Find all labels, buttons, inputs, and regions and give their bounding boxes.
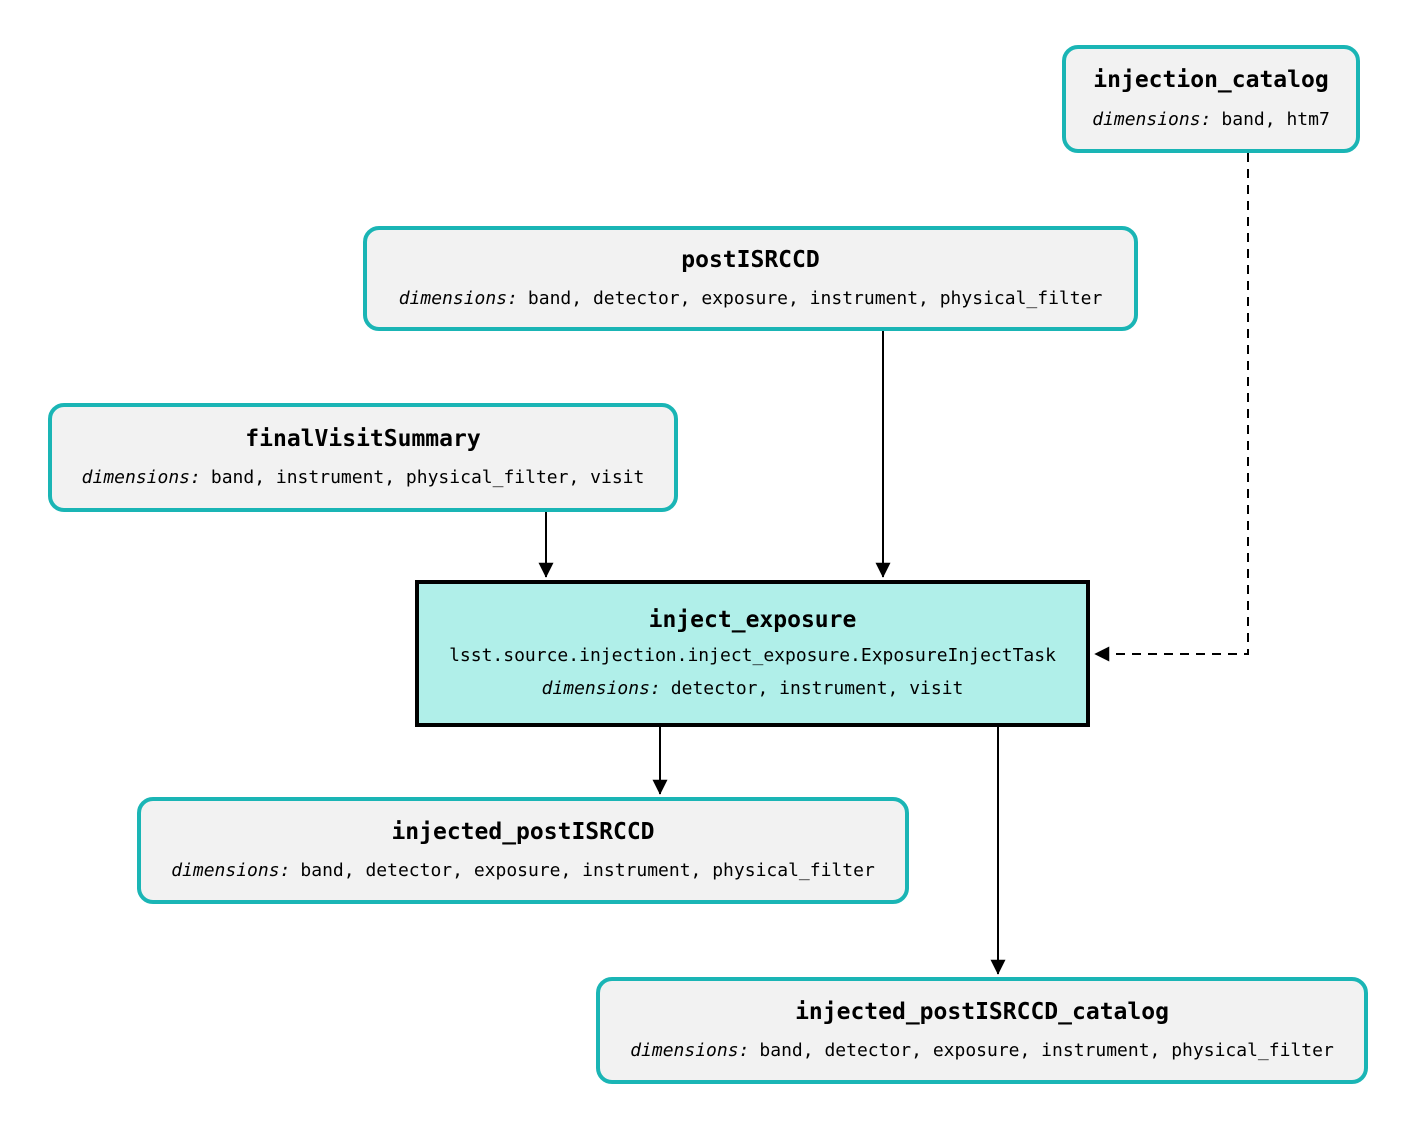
dimensions-value: band, instrument, physical_filter, visit	[210, 467, 645, 489]
dimensions-value: detector, instrument, visit	[670, 678, 964, 700]
dimensions-label: dimensions:	[171, 860, 291, 882]
node-title: injection_catalog	[1093, 67, 1329, 94]
node-inject-exposure-task: inject_exposure lsst.source.injection.in…	[415, 580, 1090, 727]
dimensions-label: dimensions:	[398, 288, 518, 310]
dimensions-label: dimensions:	[541, 678, 661, 700]
dimensions-label: dimensions:	[81, 467, 201, 489]
dimensions-label: dimensions:	[630, 1040, 750, 1062]
node-postisrccd: postISRCCD dimensions: band, detector, ex…	[363, 226, 1138, 331]
dimensions-value: band, detector, exposure, instrument, ph…	[300, 860, 875, 882]
dimensions-label: dimensions:	[1092, 108, 1212, 130]
node-dimensions: dimensions: band, detector, exposure, ins…	[630, 1041, 1334, 1061]
node-title: postISRCCD	[681, 246, 820, 273]
node-title: inject_exposure	[648, 607, 857, 634]
node-title: injected_postISRCCD	[391, 818, 655, 845]
node-finalvisitsummary: finalVisitSummary dimensions: band, instr…	[48, 403, 678, 512]
node-dimensions: dimensions: detector, instrument, visit	[542, 679, 964, 699]
node-title: finalVisitSummary	[245, 425, 481, 452]
node-injection-catalog: injection_catalog dimensions: band, htm7	[1062, 45, 1360, 153]
dimensions-value: band, detector, exposure, instrument, ph…	[527, 288, 1103, 310]
node-injected-postisrccd: injected_postISRCCD dimensions: band, det…	[137, 797, 909, 904]
node-title: injected_postISRCCD_catalog	[795, 998, 1169, 1025]
task-class: lsst.source.injection.inject_exposure.Ex…	[449, 645, 1056, 667]
dimensions-value: band, htm7	[1221, 108, 1330, 130]
node-injected-postisrccd-catalog: injected_postISRCCD_catalog dimensions: b…	[596, 977, 1368, 1084]
dimensions-value: band, detector, exposure, instrument, ph…	[759, 1040, 1334, 1062]
node-dimensions: dimensions: band, htm7	[1092, 108, 1330, 130]
node-dimensions: dimensions: band, instrument, physical_fi…	[82, 468, 645, 488]
node-dimensions: dimensions: band, detector, exposure, ins…	[399, 289, 1103, 309]
node-dimensions: dimensions: band, detector, exposure, ins…	[171, 861, 875, 881]
